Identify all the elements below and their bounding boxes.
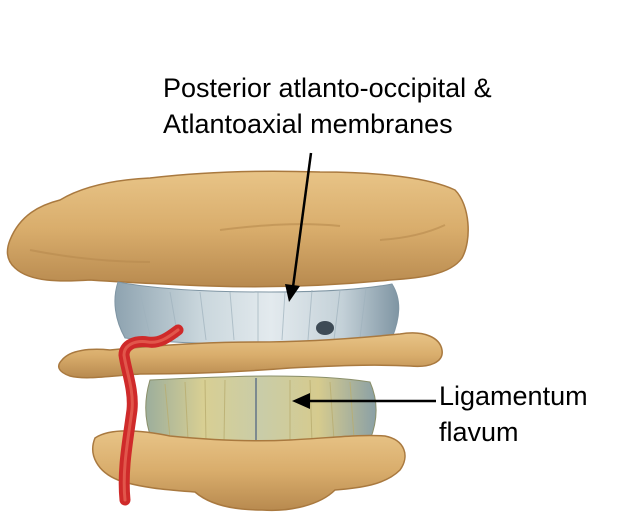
occipital-bone — [6, 170, 469, 288]
ligamentum-flavum — [145, 375, 377, 447]
label-ligamentum-flavum-line1: Ligamentum — [439, 381, 588, 411]
label-ligamentum-flavum: Ligamentum flavum — [439, 378, 588, 450]
axis-vertebra — [92, 430, 406, 512]
label-ligamentum-flavum-line2: flavum — [439, 417, 519, 447]
label-posterior-membranes-line1: Posterior atlanto-occipital & — [163, 73, 492, 103]
ligamentum-arrow — [292, 393, 436, 409]
membrane-arrow — [285, 152, 313, 302]
label-posterior-membranes-line2: Atlantoaxial membranes — [163, 109, 453, 139]
label-posterior-membranes: Posterior atlanto-occipital & Atlantoaxi… — [163, 70, 492, 142]
posterior-atlanto-occipital-membrane — [114, 281, 400, 345]
atlas-vertebra — [57, 332, 443, 379]
